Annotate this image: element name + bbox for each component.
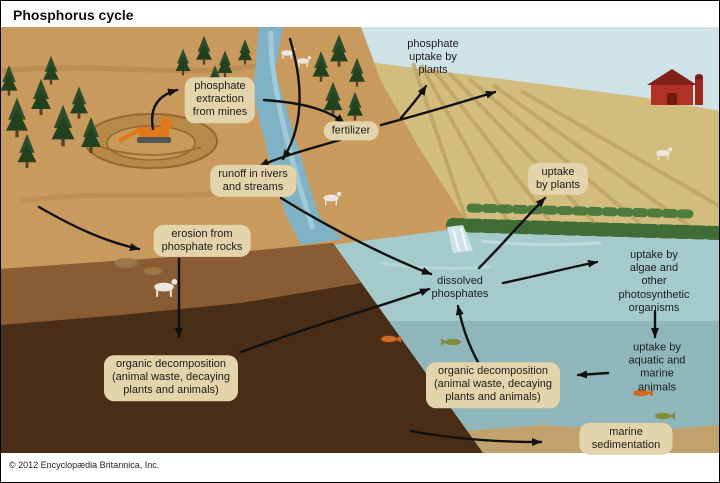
cycle-arrows	[37, 37, 659, 446]
copyright-text: © 2012 Encyclopædia Britannica, Inc.	[9, 460, 160, 470]
arrow-to-marine-sedimentation	[409, 429, 543, 446]
label-marine-sedimentation: marine sedimentation	[579, 422, 673, 456]
arrow-mine-to-extraction	[150, 88, 179, 131]
arrow-fertilizer-to-fields	[379, 90, 497, 127]
arrow-field-to-plant-uptake	[399, 84, 428, 120]
sea	[331, 227, 719, 453]
diagram-title: Phosphorus cycle	[13, 7, 134, 23]
arrow-dissolved-to-plants	[477, 196, 547, 270]
label-uptake-by-aquatic-animals: uptake by aquatic and marine animals	[628, 341, 686, 394]
label-fertilizer: fertilizer	[323, 121, 379, 141]
arrow-aquatic-to-decomposition	[576, 370, 610, 379]
arrow-runoff-to-dissolved	[279, 196, 433, 276]
label-runoff: runoff in rivers and streams	[210, 164, 296, 198]
river	[253, 27, 343, 245]
label-phosphate-extraction: phosphate extraction from mines	[184, 77, 256, 123]
label-organic-decomposition-land: organic decomposition (animal waste, dec…	[103, 355, 239, 401]
excavator-icon	[118, 118, 172, 143]
label-uptake-by-algae: uptake by algae and other photosynthetic…	[618, 249, 690, 314]
arrow-rocks-to-erosion	[37, 205, 141, 251]
arrow-decomposition-to-dissolved-up	[455, 304, 480, 364]
label-phosphate-uptake-by-plants: phosphate uptake by plants	[407, 38, 459, 77]
arrow-decomposition-to-dissolved	[239, 287, 431, 354]
arrow-extraction-to-fertilizer	[262, 98, 346, 125]
arrow-dissolved-to-algae	[501, 259, 599, 285]
shore-vegetation	[446, 203, 719, 240]
label-organic-decomposition-marine: organic decomposition (animal waste, dec…	[425, 362, 561, 408]
arrow-river-to-runoff	[281, 37, 301, 161]
arrow-fertilizer-to-runoff	[258, 138, 342, 168]
label-erosion: erosion from phosphate rocks	[153, 224, 251, 258]
waterfall	[447, 225, 473, 253]
label-dissolved-phosphates: dissolved phosphates	[431, 274, 489, 300]
label-uptake-by-plants: uptake by plants	[527, 162, 589, 196]
barn-icon	[647, 69, 703, 105]
